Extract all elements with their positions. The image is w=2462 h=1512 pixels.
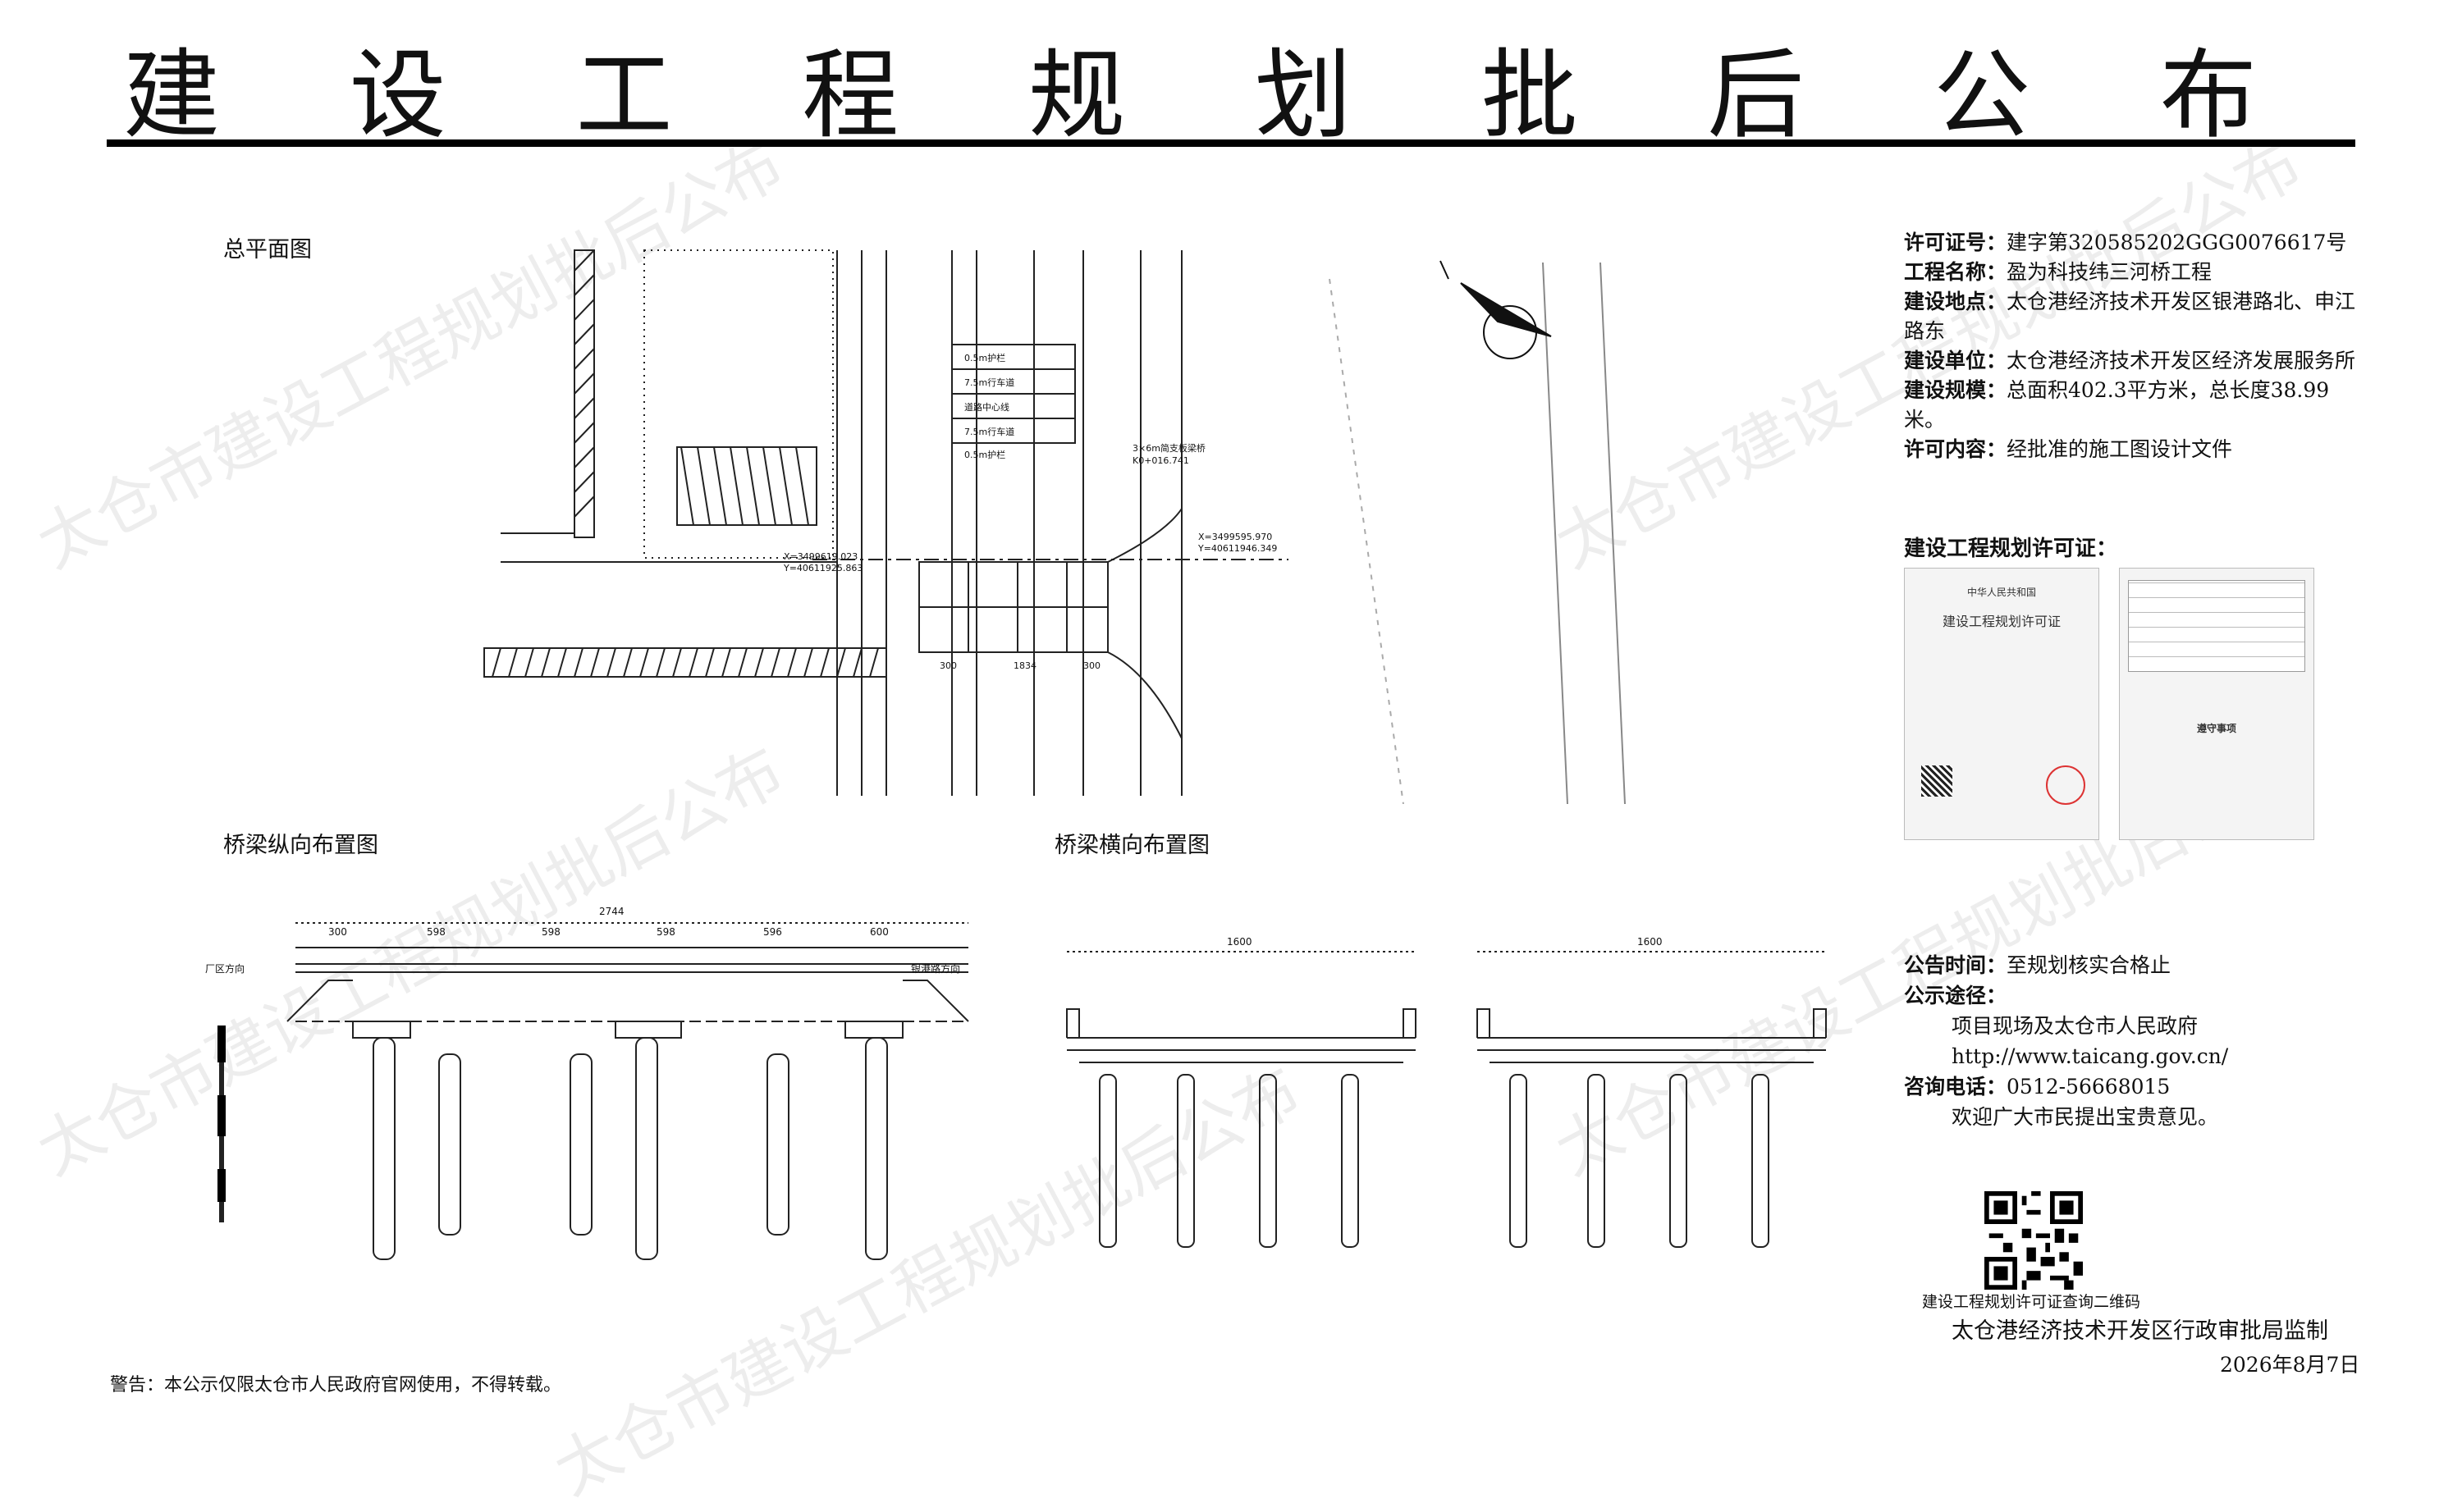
qr-code-icon [1984, 1191, 2083, 1290]
welcome-text: 欢迎广大市民提出宝贵意见。 [1952, 1105, 2219, 1129]
title-char: 后 [1707, 39, 1805, 152]
direction-label: 银港路方向 [911, 962, 960, 975]
total-length-label: 2744 [599, 906, 625, 917]
seal-icon [2046, 765, 2085, 805]
span-label: 598 [657, 926, 675, 938]
scale-value: 总面积402.3平方米，总长度38.99米。 [1904, 378, 2330, 432]
content-label: 许可内容： [1904, 437, 2007, 461]
website-link[interactable]: http://www.taicang.gov.cn/ [1952, 1044, 2229, 1068]
permit-certificate-back: 遵守事项 [2119, 568, 2314, 840]
content-value: 经批准的施工图设计文件 [2007, 437, 2233, 461]
tel-value: 0512-56668015 [2007, 1075, 2171, 1099]
cert-name: 建设工程规划许可证 [1942, 614, 2061, 629]
lane-label: 7.5m行车道 [964, 426, 1014, 437]
site-label: 建设地点： [1904, 290, 2007, 313]
title-char: 布 [2159, 39, 2257, 152]
cert-country: 中华人民共和国 [1966, 587, 2036, 598]
dim-label: 1834 [1014, 660, 1037, 671]
trans-section-label: 桥梁横向布置图 [1055, 833, 1210, 858]
scale-label: 建设规模： [1904, 378, 2007, 402]
title-char: 设 [349, 39, 446, 152]
span-label: 598 [542, 926, 561, 938]
span-label: 600 [870, 926, 889, 938]
title-char: 公 [1933, 39, 2031, 152]
title-char: 建 [123, 39, 221, 152]
permit-no: 建字第320585202GGG0076617号 [2007, 231, 2347, 254]
lane-label: 0.5m护栏 [964, 352, 1005, 363]
title-char: 程 [802, 39, 899, 152]
cert-qr-icon [1921, 765, 1952, 797]
span-label: 300 [328, 926, 347, 938]
transverse-section-drawing: 1600 1600 [1066, 936, 1827, 1248]
cert-notes-title: 遵守事项 [2196, 723, 2236, 734]
site-plan-drawing: 0.5m护栏 7.5m行车道 道路中心线 7.5m行车道 0.5m护栏 3×6m… [483, 249, 1626, 804]
publish-date: 2026年8月7日 [2220, 1353, 2360, 1377]
permit-info: 许可证号：建字第320585202GGG0076617号 工程名称：盈为科技纬三… [1904, 228, 2364, 464]
coord-label: X=3499595.970 [1198, 532, 1272, 542]
coord-label: Y=40611946.349 [1197, 543, 1277, 554]
title-char: 规 [1028, 39, 1126, 152]
lane-label: 道路中心线 [964, 401, 1009, 413]
project-name: 盈为科技纬三河桥工程 [2007, 260, 2213, 284]
publicity-info: 公告时间：至规划核实合格止 公示途径： 项目现场及太仓市人民政府 http://… [1904, 950, 2364, 1132]
permit-certificate-front: 中华人民共和国 建设工程规划许可证 [1904, 568, 2099, 840]
tel-label: 咨询电话： [1904, 1075, 2007, 1099]
plan-label: 总平面图 [223, 237, 312, 263]
cert-heading: 建设工程规划许可证： [1904, 537, 2118, 561]
title-char: 划 [1254, 39, 1352, 152]
project-label: 工程名称： [1904, 260, 2007, 284]
coord-label: Y=40611925.863 [783, 563, 863, 573]
lane-label: 7.5m行车道 [964, 377, 1014, 388]
qr-caption: 建设工程规划许可证查询二维码 [1922, 1293, 2141, 1311]
supervisor: 太仓港经济技术开发区行政审批局监制 [1952, 1318, 2328, 1344]
span-label: 596 [763, 926, 782, 938]
unit-label: 建设单位： [1904, 349, 2007, 372]
coord-label: X=3499619.023 [784, 551, 858, 562]
page-title: 建设工程规划批后公布 [123, 16, 2257, 157]
warning-text: 警告：本公示仅限太仓市人民政府官网使用，不得转载。 [110, 1375, 562, 1396]
dim-label: 300 [1083, 660, 1101, 671]
cert-table [2128, 580, 2305, 672]
station-label: K0+016.741 [1133, 455, 1189, 466]
width-label: 1600 [1227, 936, 1252, 948]
way-value: 项目现场及太仓市人民政府 [1952, 1014, 2199, 1038]
long-section-label: 桥梁纵向布置图 [223, 833, 378, 858]
way-label: 公示途径： [1904, 984, 2007, 1007]
width-label: 1600 [1637, 936, 1663, 948]
dim-label: 300 [940, 660, 957, 671]
time-label: 公告时间： [1904, 953, 2007, 977]
time-value: 至规划核实合格止 [2007, 953, 2171, 977]
bridge-type-label: 3×6m简支板梁桥 [1133, 442, 1206, 454]
unit-value: 太仓港经济技术开发区经济发展服务所 [2007, 349, 2356, 372]
site-value: 太仓港经济技术开发区银港路北、申江路东 [1904, 290, 2356, 343]
span-label: 598 [427, 926, 446, 938]
lane-label: 0.5m护栏 [964, 449, 1005, 460]
longitudinal-section-drawing: 厂区方向 银港路方向 2744 300 598 598 598 596 600 [205, 906, 969, 1260]
title-char: 工 [575, 39, 673, 152]
permit-no-label: 许可证号： [1904, 231, 2007, 254]
title-rule [107, 139, 2355, 147]
direction-label: 厂区方向 [205, 962, 245, 975]
title-char: 批 [1480, 39, 1578, 152]
